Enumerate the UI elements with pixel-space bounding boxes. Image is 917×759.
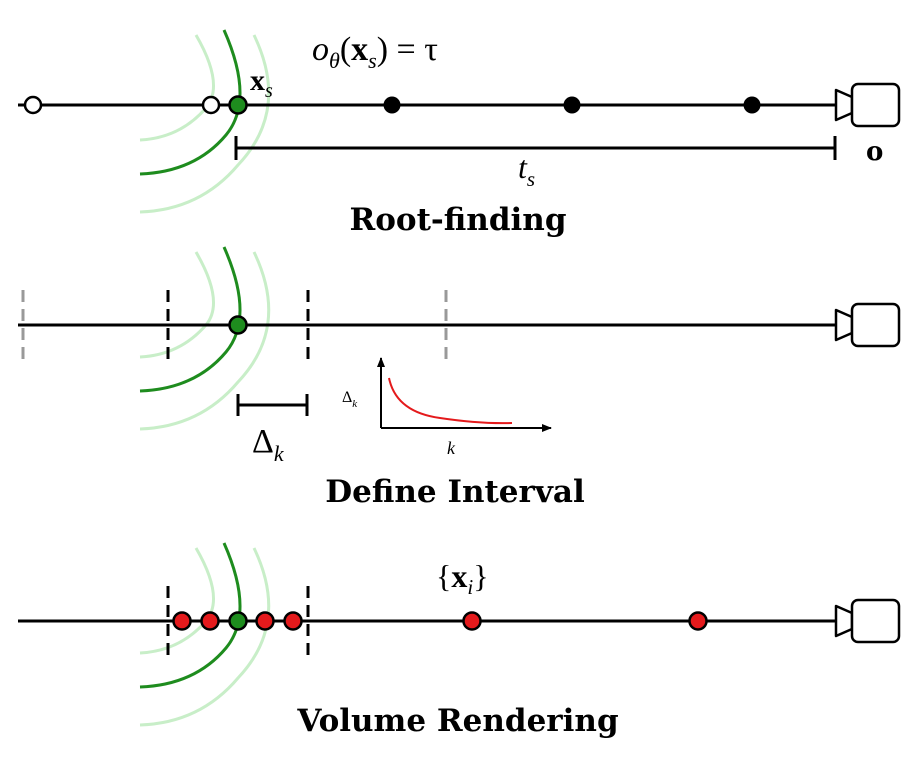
- inset-ylabel-delta: Δ: [342, 389, 352, 406]
- sample-point: [172, 611, 192, 631]
- inset-decay-curve: [388, 377, 513, 425]
- sample-point: [688, 611, 708, 631]
- panel-define-interval: Δk Δk k Define Interval: [18, 246, 901, 510]
- equation-x: x: [351, 31, 368, 68]
- camera-icon: [834, 82, 901, 128]
- surface-contour-inner: [139, 34, 216, 142]
- surface-contour: [139, 542, 242, 689]
- sample-set-close-brace: }: [473, 558, 488, 594]
- inset-ylabel-subscript: k: [352, 398, 358, 410]
- march-point-3: [743, 96, 761, 114]
- equation-o: o: [312, 31, 329, 68]
- surface-contour-outer: [139, 547, 271, 727]
- inset-xlabel: k: [447, 438, 456, 458]
- panel-title-volume-rendering: Volume Rendering: [296, 703, 618, 739]
- distance-label-subscript: s: [527, 167, 535, 191]
- distance-label-t: t: [518, 149, 528, 185]
- interval-width-label: Δk: [252, 423, 285, 466]
- surface-point: [228, 315, 248, 335]
- equation-s: s: [368, 48, 377, 73]
- inset-ylabel: Δk: [342, 389, 358, 410]
- surface-contour-inner: [139, 547, 216, 655]
- camera-icon: [834, 302, 901, 348]
- equation-rhs: ) = τ: [377, 31, 438, 68]
- surface-contour: [139, 29, 242, 176]
- camera-origin-label: o: [866, 137, 883, 167]
- panel-title-root-finding: Root-finding: [349, 202, 566, 238]
- panel-volume-rendering: {xi} Volume Rendering: [18, 542, 901, 739]
- surface-point-label-x: x: [250, 64, 265, 97]
- surface-point: [228, 611, 248, 631]
- surface-contour-inner: [139, 251, 216, 359]
- panel-title-define-interval: Define Interval: [325, 474, 585, 510]
- interval-schedule-plot: Δk k: [342, 357, 552, 458]
- level-set-equation: oθ(xs) = τ: [312, 31, 438, 73]
- surface-point: [228, 95, 248, 115]
- interval-width-delta: Δ: [252, 423, 274, 460]
- previous-point-far: [23, 95, 43, 115]
- surface-contour: [139, 246, 242, 393]
- sample-point: [283, 611, 303, 631]
- previous-point-near: [201, 95, 221, 115]
- march-point-2: [563, 96, 581, 114]
- sample-set-label: {xi}: [436, 558, 489, 599]
- sample-point: [255, 611, 275, 631]
- sample-set-open-brace: {: [436, 558, 451, 594]
- distance-label: ts: [518, 149, 535, 191]
- interval-width-subscript: k: [274, 441, 285, 466]
- surface-point-label: xs: [250, 64, 273, 102]
- equation-theta: θ: [329, 48, 340, 73]
- surface-contour-outer: [139, 34, 271, 214]
- sample-point: [462, 611, 482, 631]
- sample-set-subscript: i: [467, 575, 473, 599]
- march-point-1: [383, 96, 401, 114]
- equation-lparen: (: [340, 31, 351, 68]
- camera-icon: [834, 598, 901, 644]
- surface-contour-outer: [139, 251, 271, 431]
- surface-point-label-subscript: s: [265, 80, 273, 102]
- sample-point: [200, 611, 220, 631]
- sample-set-x: x: [451, 558, 467, 594]
- panel-root-finding: o ts xs oθ(xs) = τ Root-finding: [18, 29, 901, 238]
